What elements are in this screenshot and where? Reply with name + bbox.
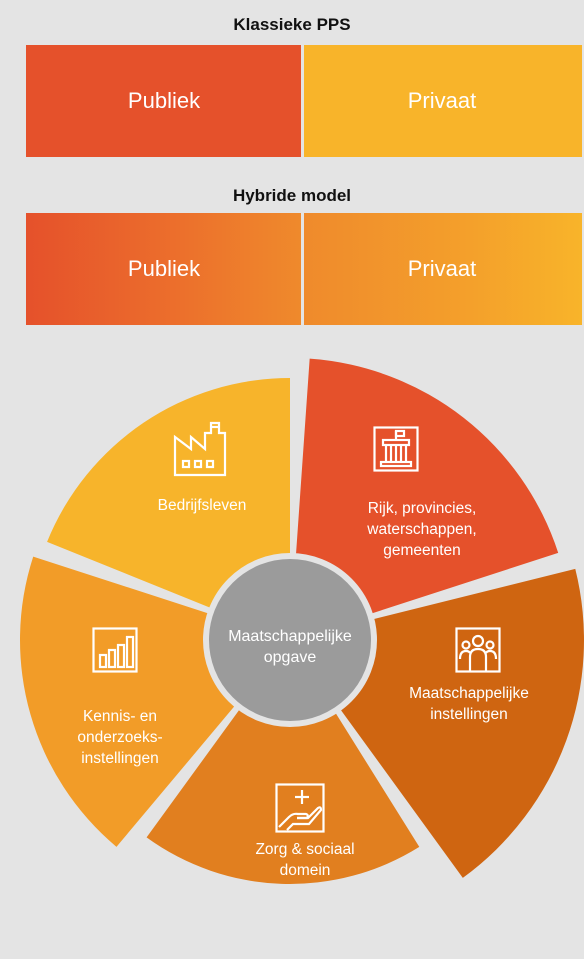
- hybrid-model-bar: Publiek Privaat: [26, 213, 582, 325]
- center-circle: [203, 553, 377, 727]
- heading-classic: Klassieke PPS: [233, 15, 351, 34]
- heading-hybrid: Hybride model: [232, 186, 352, 205]
- classic-privaat-label: Privaat: [407, 88, 477, 113]
- segment-label-kennis: Kennis- en onderzoeks- instellingen: [77, 708, 163, 767]
- segment-kennis: [19, 556, 239, 847]
- factory-icon: [173, 421, 231, 482]
- hybrid-privaat-label: Privaat: [407, 256, 477, 281]
- classic-pps-bar: Publiek Privaat: [26, 45, 582, 157]
- hybrid-publiek-label: Publiek: [127, 256, 201, 281]
- segment-rijk: [295, 358, 559, 616]
- classic-privaat-block: Privaat: [302, 45, 582, 157]
- classic-divider: [301, 45, 304, 157]
- hybrid-privaat-block: Privaat: [302, 213, 582, 325]
- classic-publiek-block: Publiek: [26, 45, 302, 157]
- segment-zorg: [146, 704, 420, 884]
- classic-publiek-label: Publiek: [127, 88, 201, 113]
- segment-label-bedrijfsleven: Bedrijfsleven: [157, 497, 247, 514]
- segment-label-zorg: Zorg & sociaal domein: [255, 841, 355, 879]
- segment-maatschappelijke-instellingen: [337, 568, 584, 878]
- hand-plus-icon: [275, 783, 325, 838]
- segment-label-maatschappelijke-instellingen: Maatschappelijke instellingen: [409, 685, 529, 723]
- government-building-icon: [373, 426, 419, 477]
- center-label: Maatschappelijke opgave: [228, 628, 352, 666]
- hybrid-divider: [301, 213, 304, 325]
- bar-chart-icon: [92, 627, 138, 678]
- segment-bedrijfsleven: [47, 378, 290, 611]
- segment-label-rijk: Rijk, provincies, waterschappen, gemeent…: [367, 500, 477, 559]
- hybrid-publiek-block: Publiek: [26, 213, 302, 325]
- people-group-icon: [455, 627, 501, 678]
- stakeholder-wheel: [19, 358, 584, 884]
